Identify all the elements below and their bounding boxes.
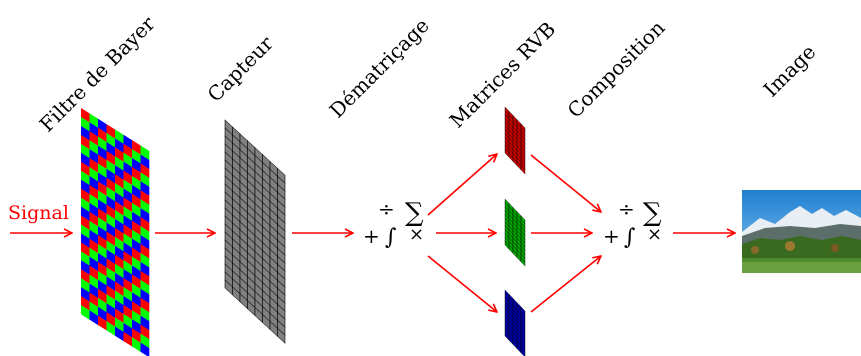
label-sensor: Capteur	[203, 31, 279, 107]
label-composition: Composition	[563, 16, 670, 123]
blue-matrix-icon	[504, 289, 526, 356]
times-symbol: ×	[647, 224, 662, 245]
arrow-demosaic-to-blue	[427, 255, 497, 312]
arrow-demosaic-to-red	[427, 154, 497, 216]
red-matrix-icon	[504, 106, 526, 175]
label-image: Image	[759, 40, 821, 102]
sum-symbol: ∑	[405, 198, 424, 228]
integral-symbol: ∫	[385, 225, 397, 250]
sensor-grid-icon	[224, 119, 286, 344]
divide-symbol: ÷	[618, 197, 635, 221]
arrow-red-to-composition	[530, 154, 601, 212]
arrow-blue-to-composition	[530, 256, 601, 313]
divide-symbol: ÷	[378, 197, 395, 221]
sum-symbol: ∑	[643, 198, 662, 228]
plus-symbol: +	[363, 224, 380, 248]
operator-cluster-composition: ÷ ∑ + ∫ ×	[603, 197, 662, 250]
arrows	[10, 154, 735, 312]
label-demosaic: Dématriçage	[325, 13, 434, 122]
landscape-photo-icon	[742, 190, 861, 273]
label-rgb: Matrices RVB	[445, 17, 561, 133]
label-bayer: Filtre de Bayer	[35, 11, 160, 136]
green-matrix-icon	[504, 198, 526, 267]
plus-symbol: +	[603, 224, 620, 248]
times-symbol: ×	[409, 224, 424, 245]
bayer-filter-icon	[81, 108, 150, 356]
integral-symbol: ∫	[624, 225, 636, 250]
operator-cluster-demosaic: ÷ ∑ + ∫ ×	[363, 197, 424, 250]
signal-label: Signal	[8, 202, 69, 224]
